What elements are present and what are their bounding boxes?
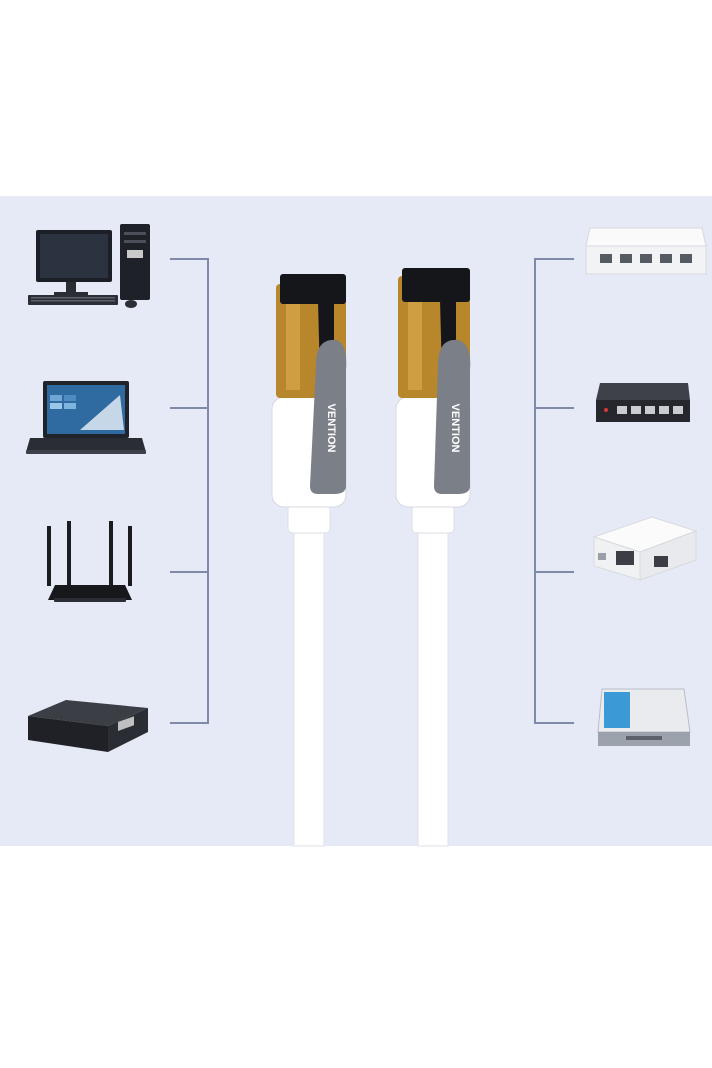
right-ethernet-cable: VENTION [395, 268, 471, 847]
right-connector-1 [534, 258, 574, 260]
wifi-router-icon [47, 521, 132, 602]
desktop-computer-icon [28, 224, 150, 308]
left-connector-4 [170, 722, 209, 724]
laptop-icon [26, 381, 146, 454]
right-connector-4 [534, 722, 574, 724]
left-connector-2 [170, 407, 209, 409]
left-connector-3 [170, 571, 209, 573]
network-switch-white-icon [585, 227, 707, 275]
ethernet-wall-panel-icon [592, 516, 698, 581]
left-ethernet-cable: VENTION [271, 274, 347, 847]
right-plug-brand-text: VENTION [449, 404, 461, 453]
right-connector-3 [534, 571, 574, 573]
set-top-box-icon [28, 700, 148, 752]
left-connector-1 [170, 258, 209, 260]
network-switch-black-icon [596, 383, 690, 422]
left-bracket-vertical-line [207, 258, 209, 724]
right-bracket-vertical-line [534, 258, 536, 724]
network-storage-icon [597, 688, 691, 746]
right-connector-2 [534, 407, 574, 409]
left-plug-brand-text: VENTION [325, 404, 337, 453]
